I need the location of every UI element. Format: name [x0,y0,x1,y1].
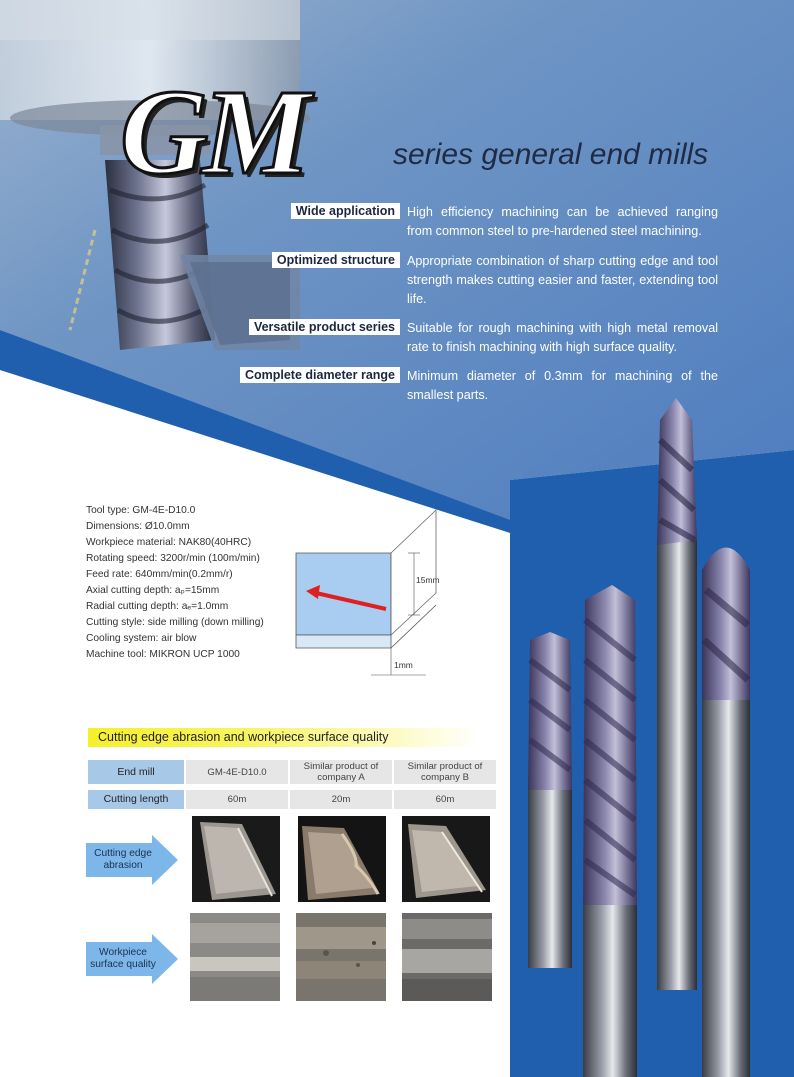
comparison-section-title: Cutting edge abrasion and workpiece surf… [88,728,480,747]
spec-line: Machine tool: MIKRON UCP 1000 [86,649,240,660]
length-company-a: 20m [290,790,392,809]
feature-tag: Complete diameter range [239,367,400,383]
feature-tag: Wide application [290,203,400,219]
title-subtitle: series general end mills [393,138,709,171]
photo-edge-company-a [298,816,386,902]
spec-line: Cutting style: side milling (down millin… [86,617,264,628]
table-row-cutting-length: Cutting length 60m 20m 60m [88,790,496,809]
photo-surface-company-b [402,913,492,1001]
column-gm: GM-4E-D10.0 [186,760,288,784]
header-end-mill: End mill [88,760,184,784]
spec-line: Feed rate: 640mm/min(0.2mm/r) [86,569,233,580]
row-label-text: Cutting edge abrasion [94,848,152,871]
label-cutting-length: Cutting length [88,790,184,809]
row-label-text: Workpiece surface quality [90,947,156,970]
feature-tag: Optimized structure [271,252,400,268]
spec-line: Workpiece material: NAK80(40HRC) [86,537,252,548]
feature-desc: Appropriate combination of sharp cutting… [407,254,718,306]
page-title: GM series general end mills [110,65,750,200]
arrow-shape [86,835,178,885]
spec-line: Rotating speed: 3200r/min (100m/min) [86,553,260,564]
photo-edge-company-b [402,816,490,902]
spec-line: Dimensions: Ø10.0mm [86,521,190,532]
title-gm: GM [119,65,313,200]
feature-desc: High efficiency machining can be achieve… [407,205,718,238]
photo-surface-company-a [296,913,386,1001]
arrow-shape [86,934,178,984]
length-company-b: 60m [394,790,496,809]
width-dimension-label: 1mm [394,660,413,670]
column-company-a: Similar product of company A [290,760,392,784]
spec-line: Radial cutting depth: aₑ=1.0mm [86,601,229,612]
photo-edge-gm [192,816,280,902]
spec-line: Tool type: GM-4E-D10.0 [86,505,196,516]
test-conditions: Tool type: GM-4E-D10.0 Dimensions: Ø10.0… [86,503,264,663]
row-label-edge-abrasion: Cutting edge abrasion [86,835,178,885]
height-dimension-label: 15mm [416,575,440,585]
feature-tag: Versatile product series [248,319,400,335]
feature-desc: Suitable for rough machining with high m… [407,321,718,354]
row-label-surface-quality: Workpiece surface quality [86,934,178,984]
table-header-row: End mill GM-4E-D10.0 Similar product of … [88,760,496,784]
cutting-diagram: 15mm 1mm [295,509,440,676]
photo-surface-gm [190,913,280,1001]
column-company-b: Similar product of company B [394,760,496,784]
spec-line: Axial cutting depth: aₚ=15mm [86,585,220,596]
length-gm: 60m [186,790,288,809]
spec-line: Cooling system: air blow [86,633,197,644]
feature-desc: Minimum diameter of 0.3mm for machining … [407,369,718,402]
